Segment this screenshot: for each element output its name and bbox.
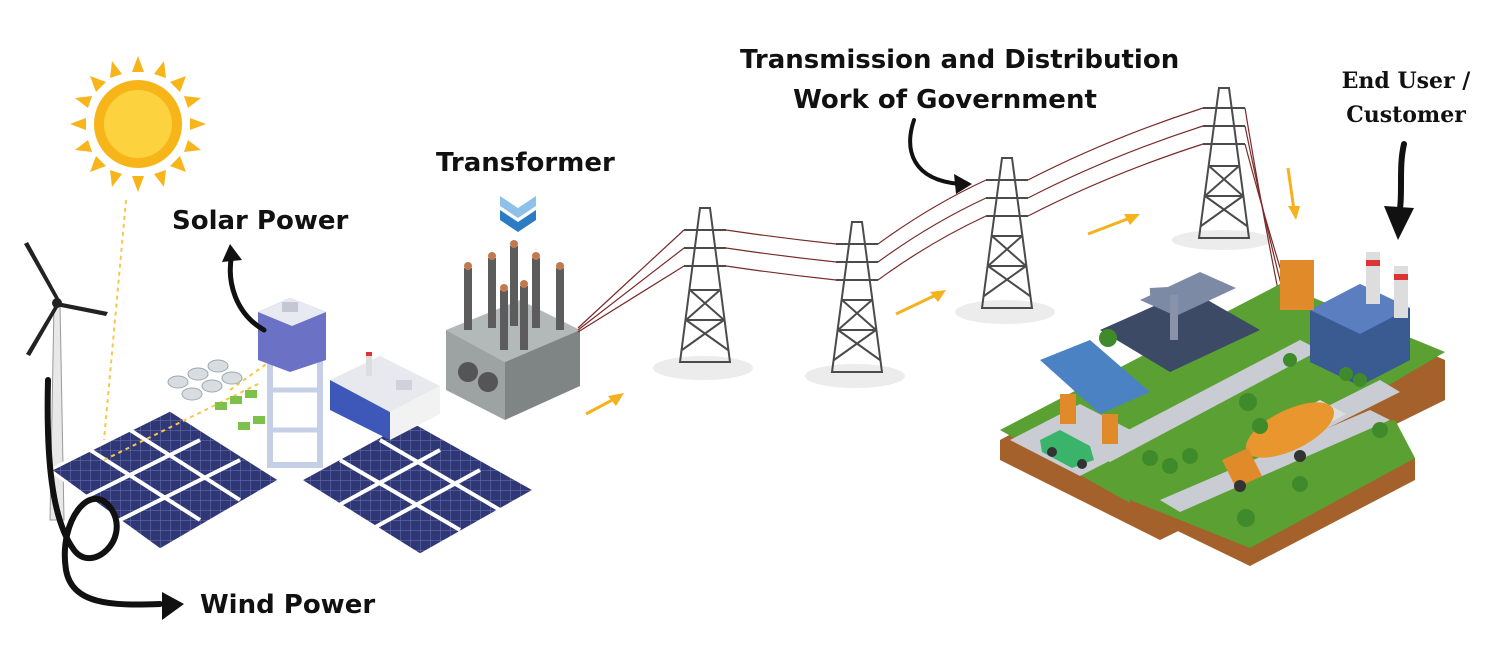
transmission-tower-icon — [1172, 87, 1272, 250]
pointer-arrow-icon — [162, 592, 184, 620]
car-icon — [1040, 430, 1094, 469]
battery-units — [215, 390, 265, 430]
transmission-label-line1: Transmission and Distribution — [740, 45, 1180, 75]
transformer-icon — [446, 240, 580, 420]
power-lines — [577, 107, 1291, 333]
sun-ray-line — [103, 199, 127, 441]
chevron-down-icon — [500, 196, 536, 232]
solar-panel-icon — [297, 418, 539, 557]
transmission-label-line2: Work of Government — [793, 85, 1097, 115]
pointer-arrow-icon — [227, 251, 267, 333]
solar-power-label: Solar Power — [172, 206, 349, 236]
water-tower-icon — [258, 298, 326, 468]
pointer-arrow-icon — [222, 244, 242, 262]
solar-panel-icon — [47, 408, 283, 552]
pointer-arrow-icon — [908, 118, 962, 186]
receiver-units — [167, 359, 243, 401]
transmission-tower-icon — [653, 207, 753, 380]
building-icon — [330, 352, 440, 440]
factory-icon — [1280, 252, 1410, 386]
end-user-label-line1: End User / — [1341, 68, 1471, 94]
tanker-truck-icon — [1222, 400, 1346, 492]
pointer-arrow-icon — [1384, 206, 1414, 240]
transmission-tower-icon — [955, 157, 1055, 324]
gas-station-icon — [1040, 340, 1150, 444]
pointer-arrow-icon — [954, 174, 972, 194]
end-user-label-line2: Customer — [1346, 102, 1466, 128]
pointer-arrow-icon — [44, 377, 163, 608]
tree-icon — [1099, 329, 1388, 527]
pumpjack-icon — [1100, 272, 1260, 372]
transformer-label: Transformer — [436, 148, 615, 178]
end-user-label: End User / Customer — [1340, 64, 1472, 132]
sun-icon — [70, 56, 206, 192]
wind-power-label: Wind Power — [200, 590, 376, 620]
flow-arrow-icon — [585, 167, 1300, 416]
transmission-tower-icon — [805, 221, 905, 388]
transmission-label: Transmission and Distribution Work of Go… — [740, 40, 1180, 120]
